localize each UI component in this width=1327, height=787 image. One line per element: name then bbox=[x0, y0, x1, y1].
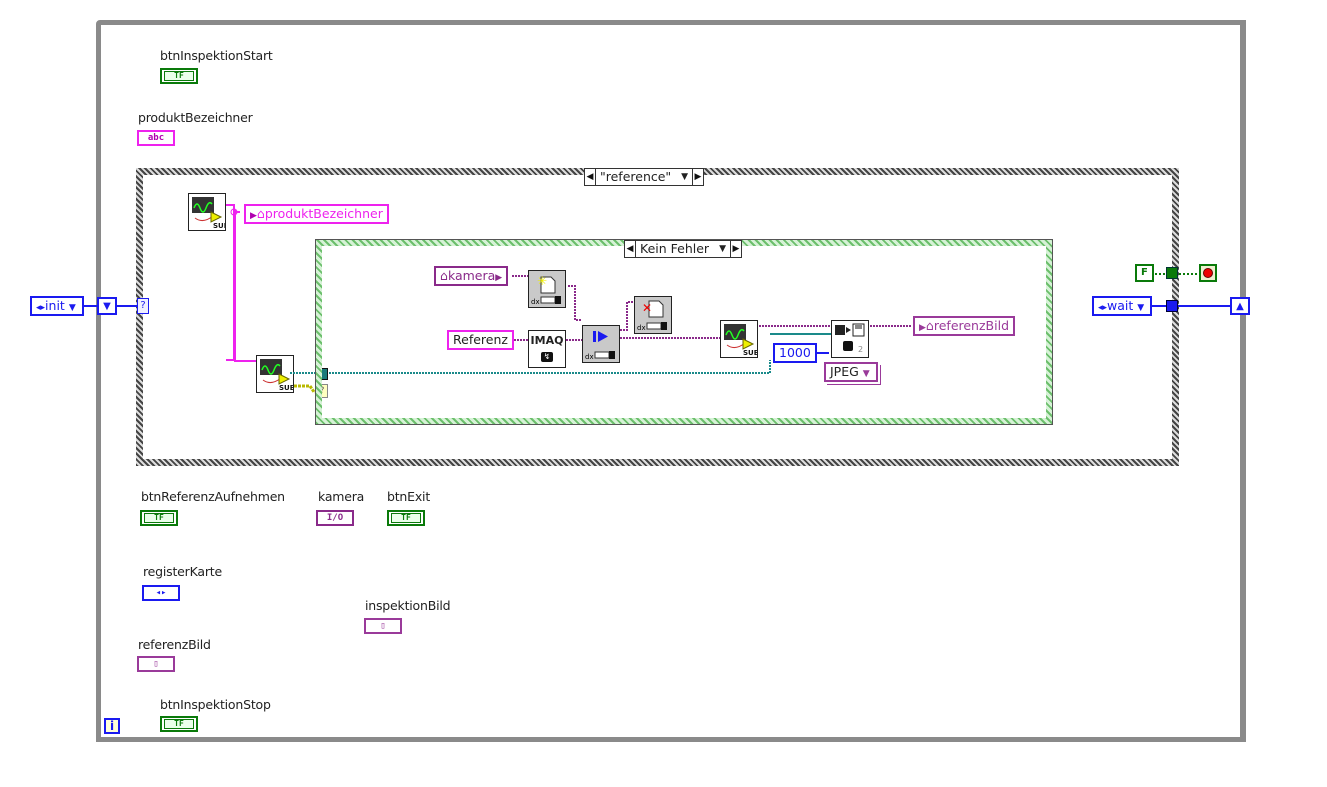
while-loop[interactable] bbox=[96, 20, 1246, 742]
init-enum-constant[interactable]: ◂▸init ▼ bbox=[30, 296, 84, 316]
inspektion-bild-label: inspektionBild bbox=[365, 598, 451, 613]
svg-text:dx: dx bbox=[531, 298, 540, 306]
stop-icon bbox=[1203, 268, 1213, 278]
referenz-bild-terminal[interactable]: ▯ bbox=[137, 656, 175, 672]
produkt-bezeichner-label: produktBezeichner bbox=[138, 110, 253, 125]
string-wire-vertical bbox=[226, 204, 240, 361]
iteration-terminal: i bbox=[104, 718, 120, 734]
case-selector-outer[interactable]: ◀ "reference"▼ ▶ bbox=[584, 168, 704, 186]
oscilloscope-icon: SUB bbox=[192, 197, 229, 230]
boolean-wire bbox=[1155, 273, 1201, 275]
svg-text:dx: dx bbox=[585, 353, 594, 361]
subvi-node-1[interactable]: SUB bbox=[188, 193, 229, 231]
btn-exit-terminal[interactable]: TF bbox=[387, 510, 425, 526]
imaq-write-file-node[interactable]: 2 bbox=[831, 320, 869, 358]
referenz-string-constant[interactable]: Referenz bbox=[447, 330, 514, 350]
next-case-icon[interactable]: ▶ bbox=[693, 169, 703, 185]
svg-text:✳: ✳ bbox=[537, 274, 547, 288]
wait-enum-constant[interactable]: ◂▸wait ▼ bbox=[1092, 296, 1152, 316]
play-camera-icon: dx bbox=[585, 331, 615, 361]
btn-inspektion-stop-label: btnInspektionStop bbox=[160, 697, 271, 712]
produkt-bezeichner-local[interactable]: ▶⌂produktBezeichner bbox=[244, 204, 389, 224]
enum-output-tunnel bbox=[1166, 300, 1178, 312]
svg-text:SUB: SUB bbox=[743, 349, 757, 357]
svg-text:2: 2 bbox=[858, 345, 863, 354]
enum-wire bbox=[84, 305, 98, 307]
imaq-close-node[interactable]: ✕ dx bbox=[634, 296, 672, 334]
register-karte-label: registerKarte bbox=[143, 564, 222, 579]
next-case-icon[interactable]: ▶ bbox=[731, 241, 741, 257]
imaq-create-node[interactable]: ✳ dx bbox=[528, 270, 566, 308]
image-wires bbox=[512, 275, 912, 341]
shift-register-left[interactable]: ▼ bbox=[97, 297, 117, 315]
enum-wire-2 bbox=[117, 305, 139, 307]
subvi-node-3[interactable]: SUB bbox=[720, 320, 759, 358]
svg-text:✕: ✕ bbox=[642, 301, 652, 315]
btn-inspektion-stop-terminal[interactable]: TF bbox=[160, 716, 198, 732]
kamera-local[interactable]: ⌂kamera▶ bbox=[434, 266, 509, 286]
referenz-bild-label: referenzBild bbox=[138, 637, 211, 652]
produkt-bezeichner-terminal[interactable]: abc bbox=[137, 130, 175, 146]
svg-text:SUB: SUB bbox=[279, 384, 293, 392]
case-selector-tunnel: ? bbox=[137, 298, 149, 314]
format-enum-constant[interactable]: JPEG ▼ bbox=[824, 362, 878, 382]
btn-inspektion-start-terminal[interactable]: TF bbox=[160, 68, 198, 84]
case-selector-inner[interactable]: ◀ Kein Fehler▼ ▶ bbox=[624, 240, 742, 258]
btn-referenz-aufnehmen-terminal[interactable]: TF bbox=[140, 510, 178, 526]
enum-wire-out bbox=[1152, 305, 1232, 307]
prev-case-icon[interactable]: ◀ bbox=[585, 169, 595, 185]
oscilloscope-icon: SUB bbox=[724, 324, 759, 357]
subvi-node-2[interactable]: SUB bbox=[256, 355, 295, 393]
btn-exit-label: btnExit bbox=[387, 489, 431, 504]
save-image-icon: 2 bbox=[835, 323, 865, 354]
new-image-icon: ✳ dx bbox=[531, 274, 561, 306]
imaq-node[interactable]: IMAQ ↯ bbox=[528, 330, 566, 368]
close-camera-icon: ✕ dx bbox=[637, 300, 667, 332]
kamera-terminal[interactable]: I/O bbox=[316, 510, 354, 526]
dropdown-icon[interactable]: ▼ bbox=[681, 172, 688, 182]
prev-case-icon[interactable]: ◀ bbox=[625, 241, 635, 257]
kamera-label: kamera bbox=[318, 489, 365, 504]
quality-wire bbox=[817, 352, 829, 354]
btn-inspektion-start-label: btnInspektionStart bbox=[160, 48, 273, 63]
btn-referenz-aufnehmen-label: btnReferenzAufnehmen bbox=[141, 489, 285, 504]
string-wire bbox=[234, 210, 236, 362]
oscilloscope-icon: SUB bbox=[260, 359, 295, 392]
session-wire-2 bbox=[770, 333, 832, 335]
false-constant[interactable]: F bbox=[1135, 264, 1154, 282]
svg-text:dx: dx bbox=[637, 324, 646, 332]
boolean-tunnel bbox=[1166, 267, 1178, 279]
power-icon: ↯ bbox=[541, 352, 553, 362]
string-wire-horizontal bbox=[234, 360, 256, 362]
dropdown-icon[interactable]: ▼ bbox=[719, 244, 726, 254]
shift-register-right[interactable]: ▲ bbox=[1230, 297, 1250, 315]
inspektion-bild-terminal[interactable]: ▯ bbox=[364, 618, 402, 634]
register-karte-terminal[interactable]: ◂▸ bbox=[142, 585, 180, 601]
svg-text:SUB: SUB bbox=[213, 222, 225, 230]
referenz-bild-local[interactable]: ▶⌂referenzBild bbox=[913, 316, 1015, 336]
quality-constant[interactable]: 1000 bbox=[773, 343, 817, 363]
stop-condition-terminal[interactable] bbox=[1199, 264, 1217, 282]
imaq-grab-node[interactable]: dx bbox=[582, 325, 620, 363]
